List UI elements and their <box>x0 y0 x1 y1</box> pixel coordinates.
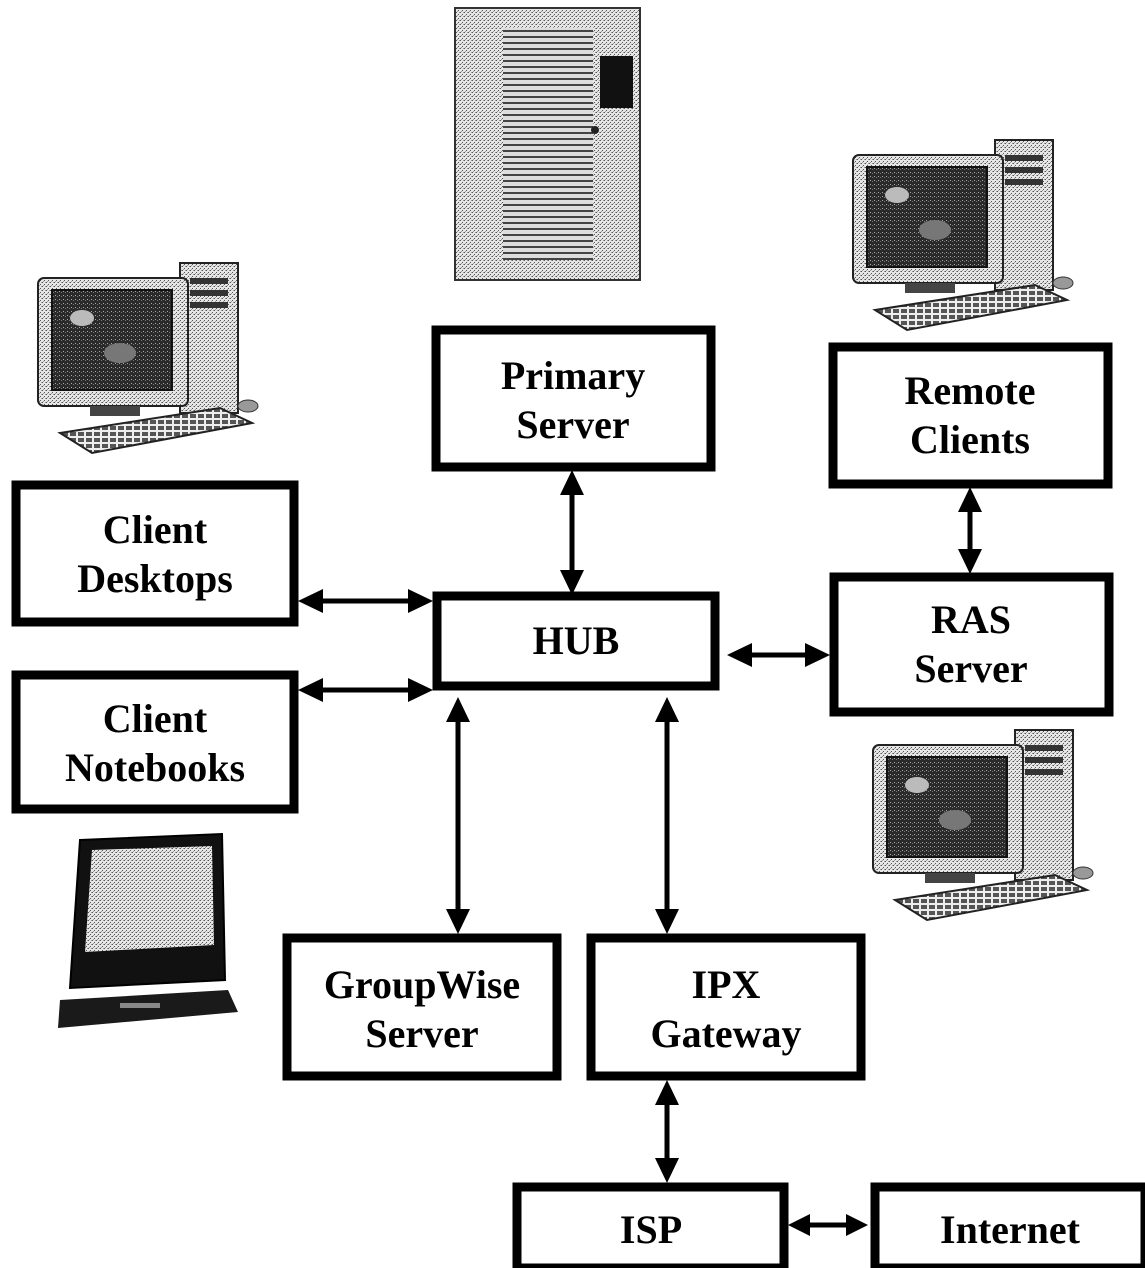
client-notebooks-label-2: Notebooks <box>65 745 245 790</box>
arrowhead <box>655 909 679 934</box>
connection-lines <box>318 490 973 1228</box>
groupwise-server-label-1: GroupWise <box>324 962 520 1007</box>
client-desktops-label-1: Client <box>103 507 208 552</box>
client-notebooks-label-1: Client <box>103 696 208 741</box>
arrowhead <box>298 589 323 613</box>
desktop-computer-icon <box>852 139 1074 331</box>
internet-label: Internet <box>940 1207 1081 1252</box>
arrowhead <box>727 643 752 667</box>
groupwise-server-box <box>282 933 562 1081</box>
arrowhead <box>805 643 830 667</box>
arrowhead <box>958 549 982 574</box>
remote-clients-box <box>828 342 1113 489</box>
ras-server-label-2: Server <box>914 646 1027 691</box>
groupwise-server-label-2: Server <box>365 1011 478 1056</box>
desktop-computer-icon <box>872 729 1094 921</box>
server-tower-icon <box>454 7 641 281</box>
arrowhead <box>560 470 584 495</box>
client-desktops-box <box>11 480 299 627</box>
ipx-gateway-label-1: IPX <box>692 962 761 1007</box>
remote-clients-label-2: Clients <box>910 417 1030 462</box>
arrowhead <box>655 1158 679 1183</box>
ipx-gateway-label-2: Gateway <box>650 1011 801 1056</box>
arrowhead <box>788 1214 810 1236</box>
node-labels: Primary Server Remote Clients Client Des… <box>65 353 1081 1252</box>
arrowhead <box>846 1214 868 1236</box>
arrowheads <box>298 470 982 1236</box>
arrowhead <box>446 909 470 934</box>
arrowhead <box>560 570 584 595</box>
arrowhead <box>655 1080 679 1105</box>
primary-server-label-1: Primary <box>501 353 645 398</box>
arrowhead <box>446 697 470 722</box>
desktop-computer-icon <box>37 262 259 454</box>
isp-label: ISP <box>620 1207 682 1252</box>
ras-server-label-1: RAS <box>931 597 1011 642</box>
arrowhead <box>408 589 433 613</box>
client-notebooks-box <box>11 670 299 814</box>
hub-box <box>432 591 720 691</box>
primary-server-box <box>431 325 716 472</box>
arrowhead <box>958 487 982 512</box>
arrowhead <box>655 697 679 722</box>
internet-box <box>870 1182 1145 1268</box>
arrowhead <box>298 678 323 702</box>
isp-box <box>512 1182 789 1268</box>
arrowhead <box>408 678 433 702</box>
ipx-gateway-box <box>586 933 866 1081</box>
client-desktops-label-2: Desktops <box>77 556 233 601</box>
ras-server-box <box>829 572 1114 717</box>
node-boxes <box>11 325 1145 1268</box>
primary-server-label-2: Server <box>516 402 629 447</box>
hub-label: HUB <box>533 618 620 663</box>
remote-clients-label-1: Remote <box>904 368 1035 413</box>
laptop-icon <box>58 832 238 1028</box>
